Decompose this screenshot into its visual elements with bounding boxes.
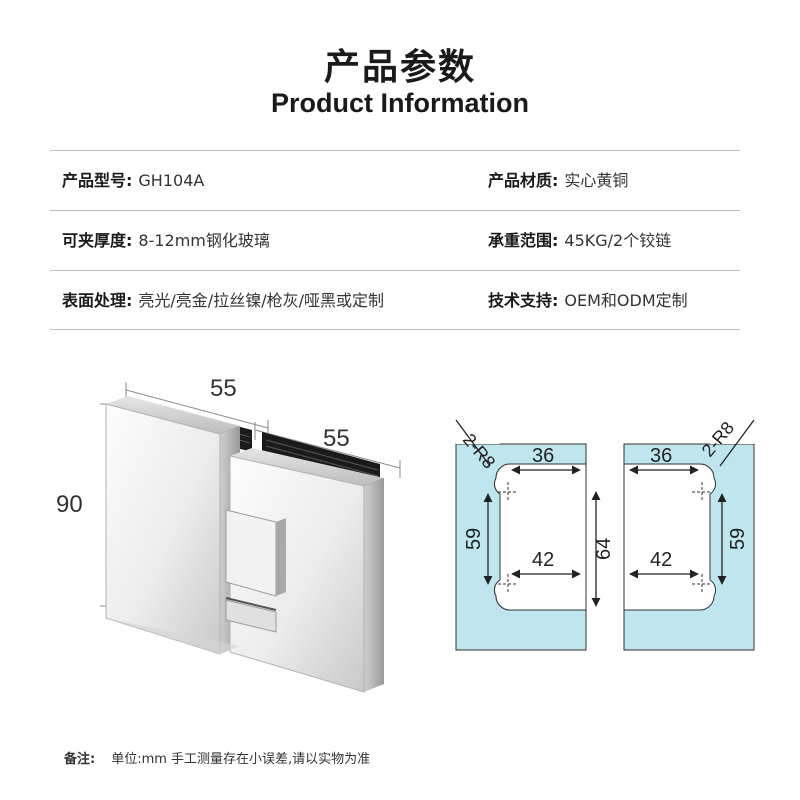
spec-label: 产品型号: [62, 171, 133, 190]
footnote-label: 备注: [64, 752, 96, 767]
right-plate-side [364, 478, 384, 692]
spec-value: 45KG/2个铰链 [564, 231, 672, 250]
bottom-width-right: 42 [650, 549, 672, 571]
spec-label: 表面处理: [62, 291, 133, 310]
spec-cell: 可夹厚度: 8-12mm钢化玻璃 [62, 211, 270, 271]
hinge-product-image: 55 55 90 [56, 375, 401, 693]
spec-label: 技术支持: [488, 291, 559, 310]
hole-spacing-left: 59 [463, 528, 485, 550]
hinge-knuckle-lower [225, 599, 277, 633]
spec-label: 产品材质: [488, 171, 559, 190]
hole-dimension-diagram: 2-R8 36 59 42 64 2-R8 36 59 42 [455, 410, 755, 651]
spec-cell: 产品材质: 实心黄铜 [488, 151, 628, 211]
center-height: 64 [593, 538, 615, 560]
left-plate-top-edge [106, 396, 240, 434]
dimension-height: 90 [56, 491, 83, 518]
right-plate-face [229, 455, 365, 693]
top-width-right: 36 [650, 445, 672, 467]
spec-value: 亮光/亮金/拉丝镍/枪灰/哑黑或定制 [138, 291, 384, 310]
spec-cell: 技术支持: OEM和ODM定制 [488, 271, 688, 331]
dimension-width-right: 55 [323, 425, 350, 452]
spec-cell: 产品型号: GH104A [62, 151, 204, 211]
page-title-en: Product Information [271, 88, 529, 118]
dimension-width-left: 55 [210, 375, 237, 402]
top-width-left: 36 [532, 445, 554, 467]
hinge-knuckle-upper [225, 509, 277, 597]
spec-row: 产品型号: GH104A 产品材质: 实心黄铜 [50, 150, 740, 210]
spec-value: 实心黄铜 [564, 171, 629, 190]
spec-row: 可夹厚度: 8-12mm钢化玻璃 承重范围: 45KG/2个铰链 [50, 210, 740, 270]
spec-cell: 承重范围: 45KG/2个铰链 [488, 211, 671, 271]
footnote: 备注: 单位:mm 手工测量存在小误差,请以实物为准 [64, 748, 370, 767]
spec-value: 8-12mm钢化玻璃 [138, 231, 270, 250]
right-plate-top-edge [230, 448, 384, 486]
bottom-width-left: 42 [532, 549, 554, 571]
spec-label: 可夹厚度: [62, 231, 133, 250]
page-title-cn: 产品参数 [323, 47, 476, 88]
spec-label: 承重范围: [488, 231, 559, 250]
spec-row: 表面处理: 亮光/亮金/拉丝镍/枪灰/哑黑或定制 技术支持: OEM和ODM定制 [50, 270, 740, 330]
spec-value: GH104A [138, 171, 205, 190]
spec-cell: 表面处理: 亮光/亮金/拉丝镍/枪灰/哑黑或定制 [62, 271, 384, 331]
hole-spacing-right: 59 [727, 528, 749, 550]
left-plate-face [105, 403, 221, 655]
spec-table: 产品型号: GH104A 产品材质: 实心黄铜 可夹厚度: 8-12mm钢化玻璃 承重… [50, 150, 740, 330]
spec-value: OEM和ODM定制 [564, 291, 688, 310]
footnote-text: 单位:mm 手工测量存在小误差,请以实物为准 [111, 752, 371, 767]
